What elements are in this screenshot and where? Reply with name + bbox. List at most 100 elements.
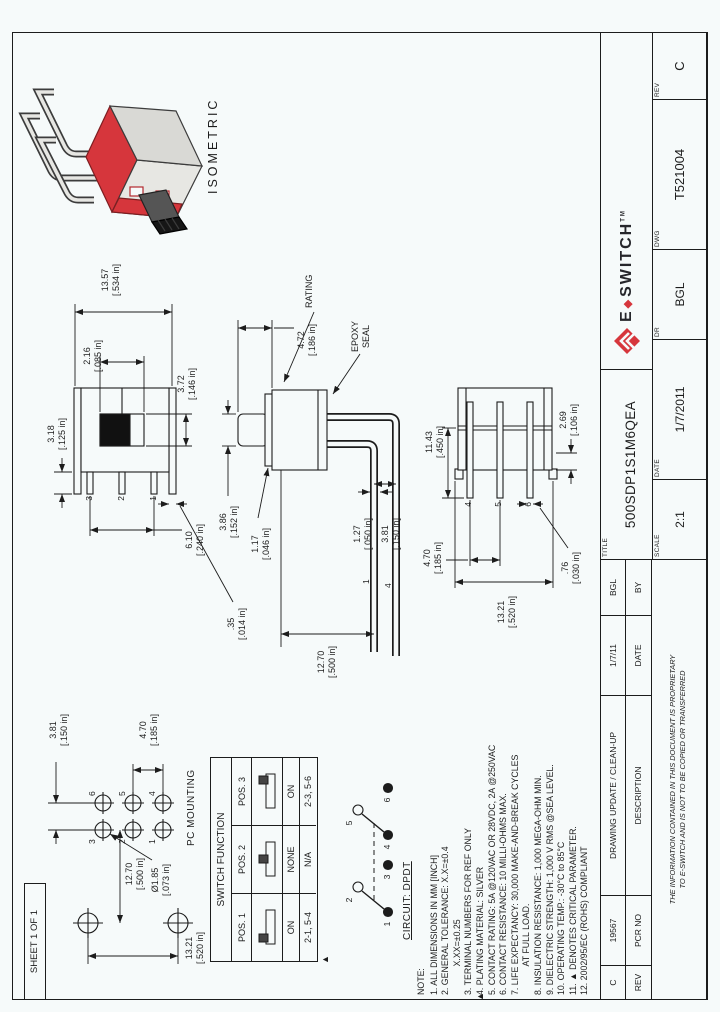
dim-actuator-width: 3.72[.146 in]	[176, 367, 197, 401]
connections-pos3: 2-3, 5-6	[303, 775, 313, 808]
rev-label: REV	[654, 82, 661, 97]
dwg-label: DWG	[654, 230, 661, 247]
date-value: 1/7/2011	[673, 386, 687, 433]
dim-pin-reach: 12.70[.500 in]	[316, 645, 337, 679]
circuit-terminal-4: 4	[382, 844, 392, 850]
rev-value: C	[672, 61, 687, 71]
isometric-view	[18, 88, 203, 235]
rev-header-description: DESCRIPTION	[625, 695, 652, 896]
title-label: TITLE	[602, 537, 609, 557]
end-terminal-4: 4	[463, 502, 473, 507]
col-pos1: POS. 1	[232, 893, 251, 961]
note-11: 11. ▲ DENOTES CRITICAL PARAMETER.	[567, 826, 578, 995]
dr-label: DR	[654, 327, 661, 337]
dim-pin-thickness: 1.27[.050 in]	[352, 517, 373, 551]
circuit-terminal-2: 2	[344, 897, 354, 903]
circuit-terminal-6: 6	[382, 797, 392, 803]
dim-hole-diameter: Ø1.85[.073 in]	[150, 863, 171, 897]
isometric-label: ISOMETRIC	[206, 97, 220, 194]
pc-mounting-view	[73, 792, 193, 938]
action-pos2: NONE	[283, 825, 299, 893]
rev-entry-date: 1/7/11	[600, 615, 626, 696]
end-terminal-5: 5	[493, 502, 503, 507]
rating-callout: RATING	[304, 274, 314, 308]
actuator-knob	[237, 413, 269, 447]
dim-slot-width: 2.16[.085 in]	[82, 339, 103, 373]
note-3: 3. TERMINAL NUMBERS FOR REF ONLY	[463, 827, 474, 995]
circuit-terminal-1: 1	[382, 921, 392, 927]
front-view	[73, 387, 177, 495]
note-2: 2. GENERAL TOLERANCE: X.X=±0.4 X.XX=±0.2…	[440, 846, 462, 995]
note-9: 9. DIELECTRIC STRENGTH: 1,000 V RMS @SEA…	[544, 764, 555, 995]
dwg-number: T521004	[672, 148, 687, 201]
dim-pin-span: 6.10[.240 in]	[184, 523, 205, 557]
side-view	[237, 311, 400, 656]
pcb-hole-5: 5	[117, 791, 127, 796]
note-4: 4. PLATING MATERIAL: SILVER	[474, 866, 485, 995]
dwg-cell: DWG T521004	[652, 99, 708, 250]
proprietary-line1: THE INFORMATION CONTAINED IN THIS DOCUME…	[668, 654, 677, 905]
note-6: 6. CONTACT RESISTANCE: 10 MILLI-OHMS MAX…	[498, 793, 509, 995]
notes-title: NOTE:	[416, 968, 426, 995]
dim-pin-width: .76[.030 in]	[560, 551, 581, 585]
front-terminal-3: 3	[84, 496, 94, 501]
dim-pin-pitch: 4.70[.185 in]	[422, 541, 443, 575]
scale-cell: SCALE 2:1	[652, 479, 708, 560]
dim-hole-row-pitch: 4.70[.185 in]	[138, 713, 159, 747]
dim-mount-hole-spacing: 13.21[.520 in]	[184, 931, 205, 965]
end-view	[454, 387, 558, 499]
rev-header-date: DATE	[625, 615, 652, 696]
dim-plate-thickness: .35[.014 in]	[226, 607, 247, 641]
dim-overall-height: 13.57[.534 in]	[100, 263, 121, 297]
notes-block: NOTE: 1. ALL DIMENSIONS IN MM [INCH] 2. …	[416, 643, 591, 995]
logo-cell: E◆SWITCHTM	[600, 32, 653, 370]
note-8: 8. INSULATION RESISTANCE: 1,000 MEGA-OHM…	[532, 775, 543, 995]
eswitch-logo: E◆SWITCHTM	[613, 209, 641, 355]
part-number: 500SDP1S1M6QEA	[623, 400, 638, 529]
pcb-hole-4: 4	[147, 791, 157, 796]
dim-knob-width: 3.86[.152 in]	[218, 505, 239, 539]
rev-header-by: BY	[625, 559, 652, 616]
scale-label: SCALE	[654, 534, 661, 557]
rev-header-pcr: PCR NO	[625, 895, 652, 966]
side-dims	[222, 320, 396, 647]
end-dims	[442, 427, 577, 588]
dr-cell: DR BGL	[652, 249, 708, 340]
pcb-hole-3: 3	[87, 839, 97, 844]
col-pos2: POS. 2	[232, 825, 251, 893]
note-12: 12. 2002/95/EC (ROHS) COMPLIANT	[579, 846, 590, 995]
pcb-hole-1: 1	[147, 839, 157, 844]
switch-position-icon-center	[252, 825, 282, 893]
dim-pin-row-gap: 3.81[.150 in]	[380, 517, 401, 551]
switch-function-table: SWITCH FUNCTION POS. 1 POS. 2 POS. 3 ON …	[210, 757, 318, 962]
proprietary-note: THE INFORMATION CONTAINED IN THIS DOCUME…	[651, 559, 708, 1000]
rev-entry-pcr: 19567	[600, 895, 626, 966]
dim-hole-col-pitch: 3.81[.150 in]	[48, 713, 69, 747]
date-cell: DATE 1/7/2011	[652, 339, 708, 480]
actuator-slot	[99, 413, 131, 447]
switch-position-icon-left	[252, 893, 282, 961]
logo-tm: TM	[620, 209, 627, 222]
dim-body-width: 13.21[.520 in]	[496, 595, 517, 629]
note-1: 1. ALL DIMENSIONS IN MM [INCH]	[428, 855, 439, 995]
col-pos3: POS. 3	[236, 777, 247, 807]
eswitch-logo-icon	[614, 328, 640, 354]
rev-entry-description: DRAWING UPDATE / CLEAN-UP	[600, 695, 626, 896]
epoxy-seal-callout: EPOXY SEAL	[350, 320, 371, 352]
side-terminal-4: 4	[383, 583, 393, 588]
front-terminal-1: 1	[148, 496, 158, 501]
front-dims	[54, 304, 234, 603]
critical-marker-note4: ▲	[475, 992, 485, 1001]
dim-edge-offset: 2.69[.106 in]	[558, 403, 579, 437]
proprietary-line2: TO E-SWITCH AND IS NOT TO BE COPIED OR T…	[677, 670, 687, 889]
note-5: 5. CONTACT RATING: 5A @120VAC OR 28VDC, …	[486, 744, 497, 995]
rev-entry-by: BGL	[600, 559, 626, 616]
rev-header-rev: REV	[625, 965, 652, 1000]
dim-actuator-height: 4.72[.186 in]	[296, 323, 317, 357]
circuit-label: CIRCUIT: DPDT	[402, 861, 413, 940]
rev-entry-rev: C	[600, 965, 626, 1000]
dim-pin-length: 11.43[.450 in]	[424, 425, 445, 459]
